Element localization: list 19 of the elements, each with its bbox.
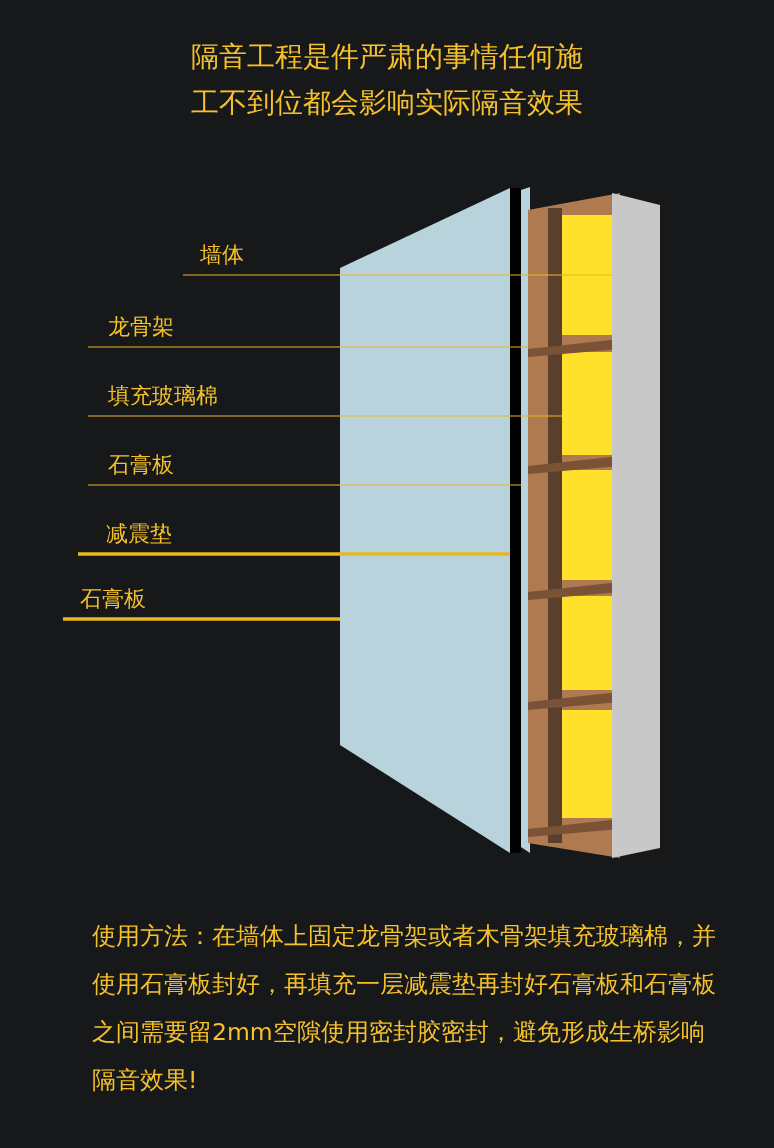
caption-text: 使用方法：在墙体上固定龙骨架或者木骨架填充玻璃棉，并使用石膏板封好，再填充一层减震垫再封好石膏板和石膏板之间需要留2mm空隙使用密封胶密封，避免形成生桥影响隔音效果!: [92, 921, 717, 1096]
part-label: 石膏板: [88, 450, 174, 486]
wall-panel: [612, 193, 660, 858]
leader-line: [78, 552, 510, 556]
part-label: 墙体: [183, 240, 244, 276]
glass-wool-fill: [562, 215, 612, 818]
part-label: 减震垫: [78, 519, 172, 555]
leader-line: [87, 346, 529, 348]
title: 隔音工程是件严肃的事情任何施工不到位都会影响实际隔音效果: [190, 39, 584, 121]
leader-line: [87, 415, 563, 417]
part-label: 填充玻璃棉: [88, 381, 218, 417]
part-label: 石膏板: [63, 584, 146, 620]
gypsum-board: [340, 188, 510, 853]
damping-pad: [510, 188, 521, 853]
leader-line: [87, 484, 522, 486]
leader-line: [182, 274, 613, 276]
leader-line: [63, 617, 340, 621]
part-label: 龙骨架: [88, 312, 174, 348]
stud-frame-drawing: [528, 193, 620, 858]
